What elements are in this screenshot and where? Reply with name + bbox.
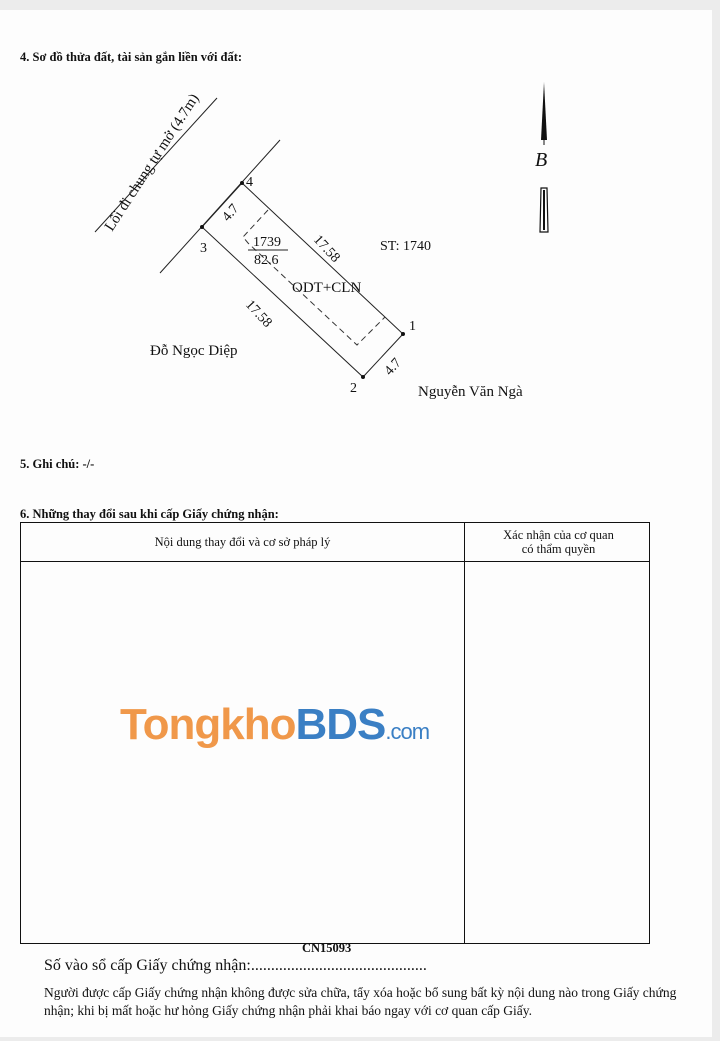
page-edge-top	[0, 0, 720, 10]
registration-label: Số vào sổ cấp Giấy chứng nhận:..........…	[44, 957, 427, 974]
parcel-diagram: Lối đi chung tự mở (4.7m) 4 3 1 2 4.7 17…	[94, 82, 549, 400]
footer-note: Người được cấp Giấy chứng nhận không đượ…	[44, 985, 677, 1018]
col-header-line1: Xác nhận của cơ quan	[503, 528, 614, 542]
edge-right-length: 17.58	[310, 232, 342, 265]
neighbor-parcel: ST: 1740	[380, 239, 431, 254]
point-2: 2	[350, 381, 357, 396]
edge-left-length: 17.58	[242, 297, 274, 330]
neighbor-left: Đỗ Ngọc Diệp	[150, 343, 237, 359]
road-line-upper	[94, 97, 218, 233]
changes-table: Nội dung thay đổi và cơ sở pháp lý Xác n…	[20, 522, 650, 944]
north-arrow-icon: B	[535, 82, 549, 233]
land-use-code: ODT+CLN	[292, 280, 361, 296]
neighbor-bottom: Nguyễn Văn Ngà	[418, 384, 523, 400]
point-3: 3	[200, 241, 207, 256]
col-header-confirmation: Xác nhận của cơ quan có thẩm quyền	[466, 528, 651, 556]
watermark-logo: TongkhoBDS.com	[120, 700, 430, 749]
edge-top-length: 4.7	[220, 202, 243, 225]
parcel-number: 1739	[253, 235, 281, 250]
col-header-line2: có thẩm quyền	[521, 542, 596, 556]
col-header-content: Nội dung thay đổi và cơ sở pháp lý	[154, 535, 331, 549]
parcel-area: 82.6	[254, 253, 279, 268]
section-4-title: 4. Sơ đồ thửa đất, tài sản gắn liền với …	[20, 50, 243, 64]
section-6-title: 6. Những thay đổi sau khi cấp Giấy chứng…	[20, 507, 279, 521]
page-edge-bottom	[0, 1037, 720, 1041]
road-label: Lối đi chung tự mở (4.7m)	[102, 91, 203, 234]
svg-text:B: B	[535, 149, 547, 171]
registration-number: CN15093	[302, 941, 352, 955]
page-edge-right	[712, 0, 720, 1041]
table-header: Nội dung thay đổi và cơ sở pháp lý Xác n…	[21, 523, 649, 562]
edge-bottom-length: 4.7	[382, 356, 405, 379]
column-divider	[464, 523, 466, 943]
point-4: 4	[246, 175, 253, 190]
registration-line: Số vào sổ cấp Giấy chứng nhận:..........…	[44, 941, 427, 975]
section-5-note: 5. Ghi chú: -/-	[20, 457, 95, 471]
building-outline-dashed	[242, 209, 386, 346]
point-1: 1	[409, 319, 416, 334]
